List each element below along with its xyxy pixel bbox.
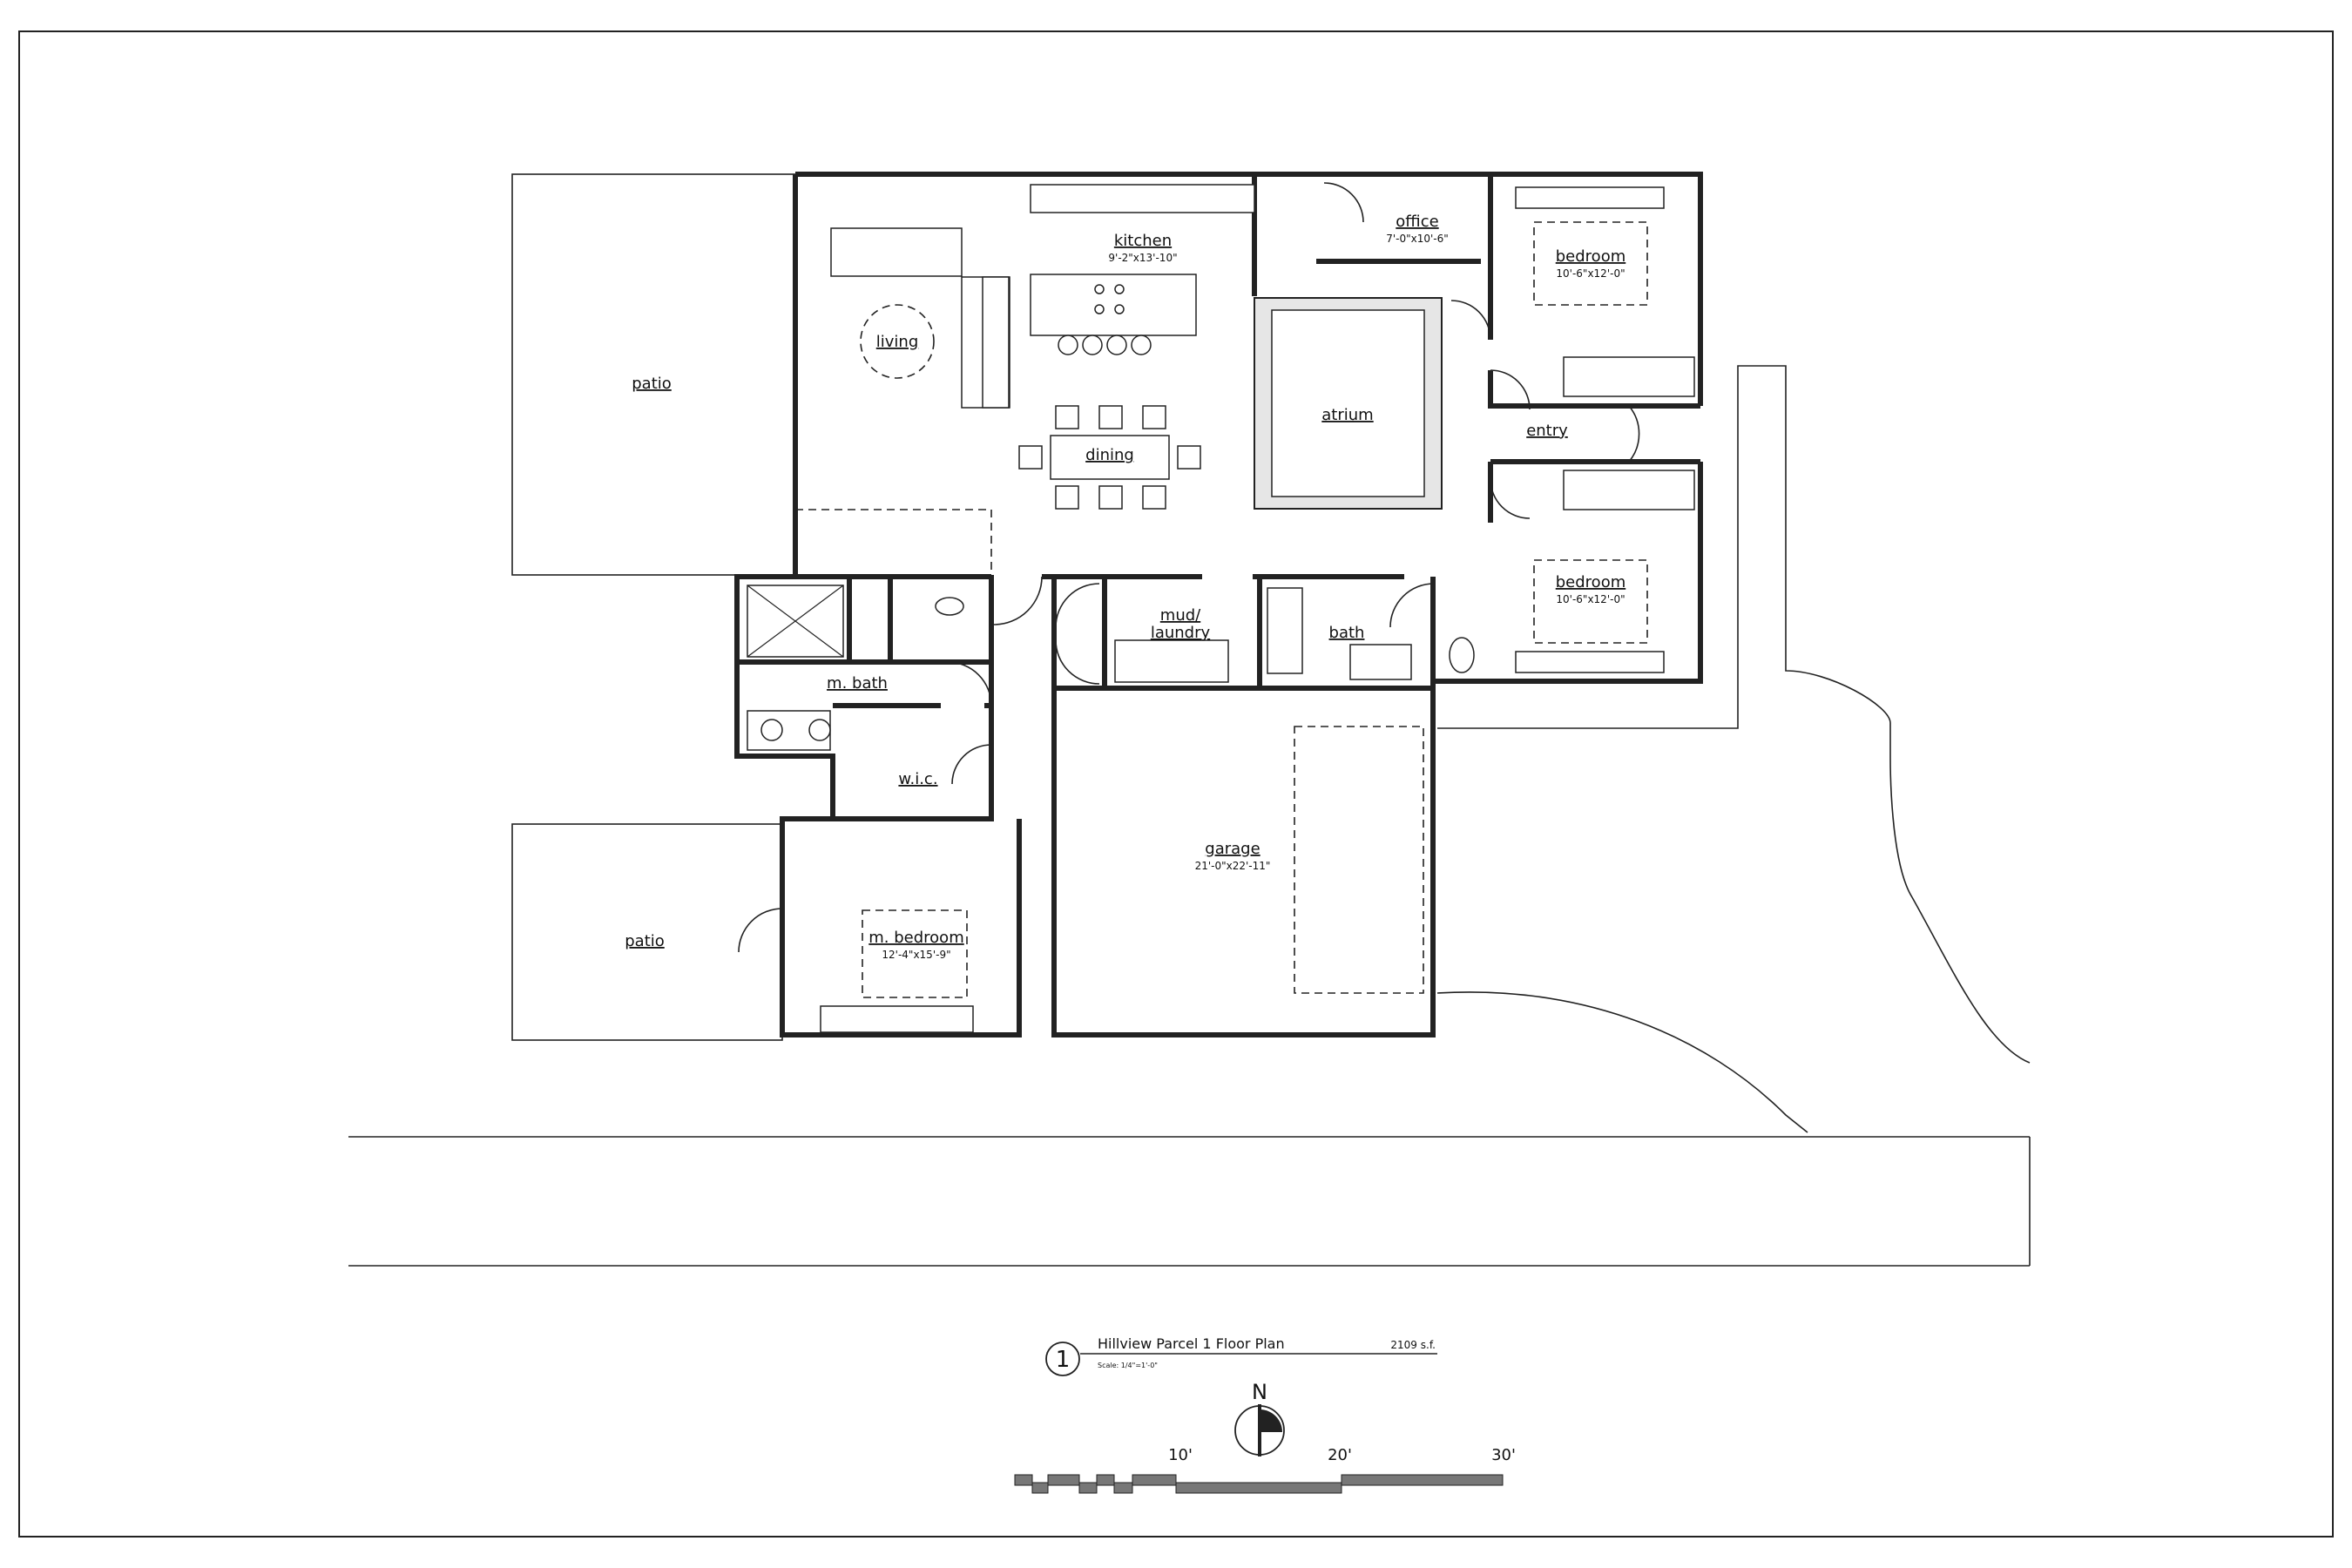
drawing-number: 1	[1056, 1347, 1071, 1373]
garage-label: garage	[1205, 840, 1260, 858]
bedroom-furniture	[820, 186, 1695, 1033]
north-arrow	[1234, 1404, 1285, 1456]
m-bath-label: m. bath	[827, 674, 888, 693]
living-furniture	[830, 227, 1010, 409]
patio-north-label: patio	[632, 375, 672, 393]
bedroom-ne-label: bedroom	[1556, 247, 1626, 266]
scale-label-10: 10'	[1168, 1446, 1193, 1464]
bedroom-ne-dims: 10'-6"x12'-0"	[1556, 267, 1625, 280]
drawing-scale: Scale: 1/4"=1'-0"	[1098, 1362, 1158, 1369]
garage-dims: 21'-0"x22'-11"	[1195, 860, 1271, 872]
patio-south-label: patio	[625, 932, 665, 950]
kitchen-dims: 9'-2"x13'-10"	[1108, 252, 1177, 264]
mud-laundry-label-2: laundry	[1151, 624, 1211, 642]
office-label: office	[1396, 213, 1438, 231]
door-swings	[738, 182, 1640, 953]
drawing-area: 2109 s.f.	[1390, 1339, 1436, 1351]
scale-label-20: 20'	[1328, 1446, 1352, 1464]
dining-label: dining	[1085, 446, 1134, 464]
bath-label: bath	[1329, 624, 1365, 642]
title-block	[1045, 1342, 1437, 1376]
drawing-title: Hillview Parcel 1 Floor Plan	[1098, 1335, 1285, 1352]
sheet-border	[18, 30, 2334, 1538]
site-lines	[348, 365, 2031, 1267]
living-label: living	[876, 333, 919, 351]
scale-bar	[1014, 1474, 1504, 1494]
entry-label: entry	[1526, 422, 1568, 440]
north-label: N	[1252, 1380, 1267, 1404]
m-bedroom-dims: 12'-4"x15'-9"	[882, 949, 950, 961]
m-bedroom-label: m. bedroom	[868, 929, 963, 947]
bath-fixtures	[747, 585, 1475, 751]
dining-set	[1018, 405, 1201, 510]
kitchen-fixtures	[1030, 184, 1255, 355]
atrium-label: atrium	[1321, 406, 1373, 424]
dashed-elements	[795, 221, 1648, 998]
bedroom-e-dims: 10'-6"x12'-0"	[1556, 593, 1625, 605]
kitchen-label: kitchen	[1114, 232, 1172, 250]
wic-label: w.i.c.	[898, 770, 937, 788]
office-dims: 7'-0"x10'-6"	[1386, 233, 1449, 245]
mud-laundry-label-1: mud/	[1160, 606, 1201, 625]
interior-walls	[737, 174, 1700, 708]
scale-label-30: 30'	[1491, 1446, 1516, 1464]
bedroom-e-label: bedroom	[1556, 573, 1626, 591]
